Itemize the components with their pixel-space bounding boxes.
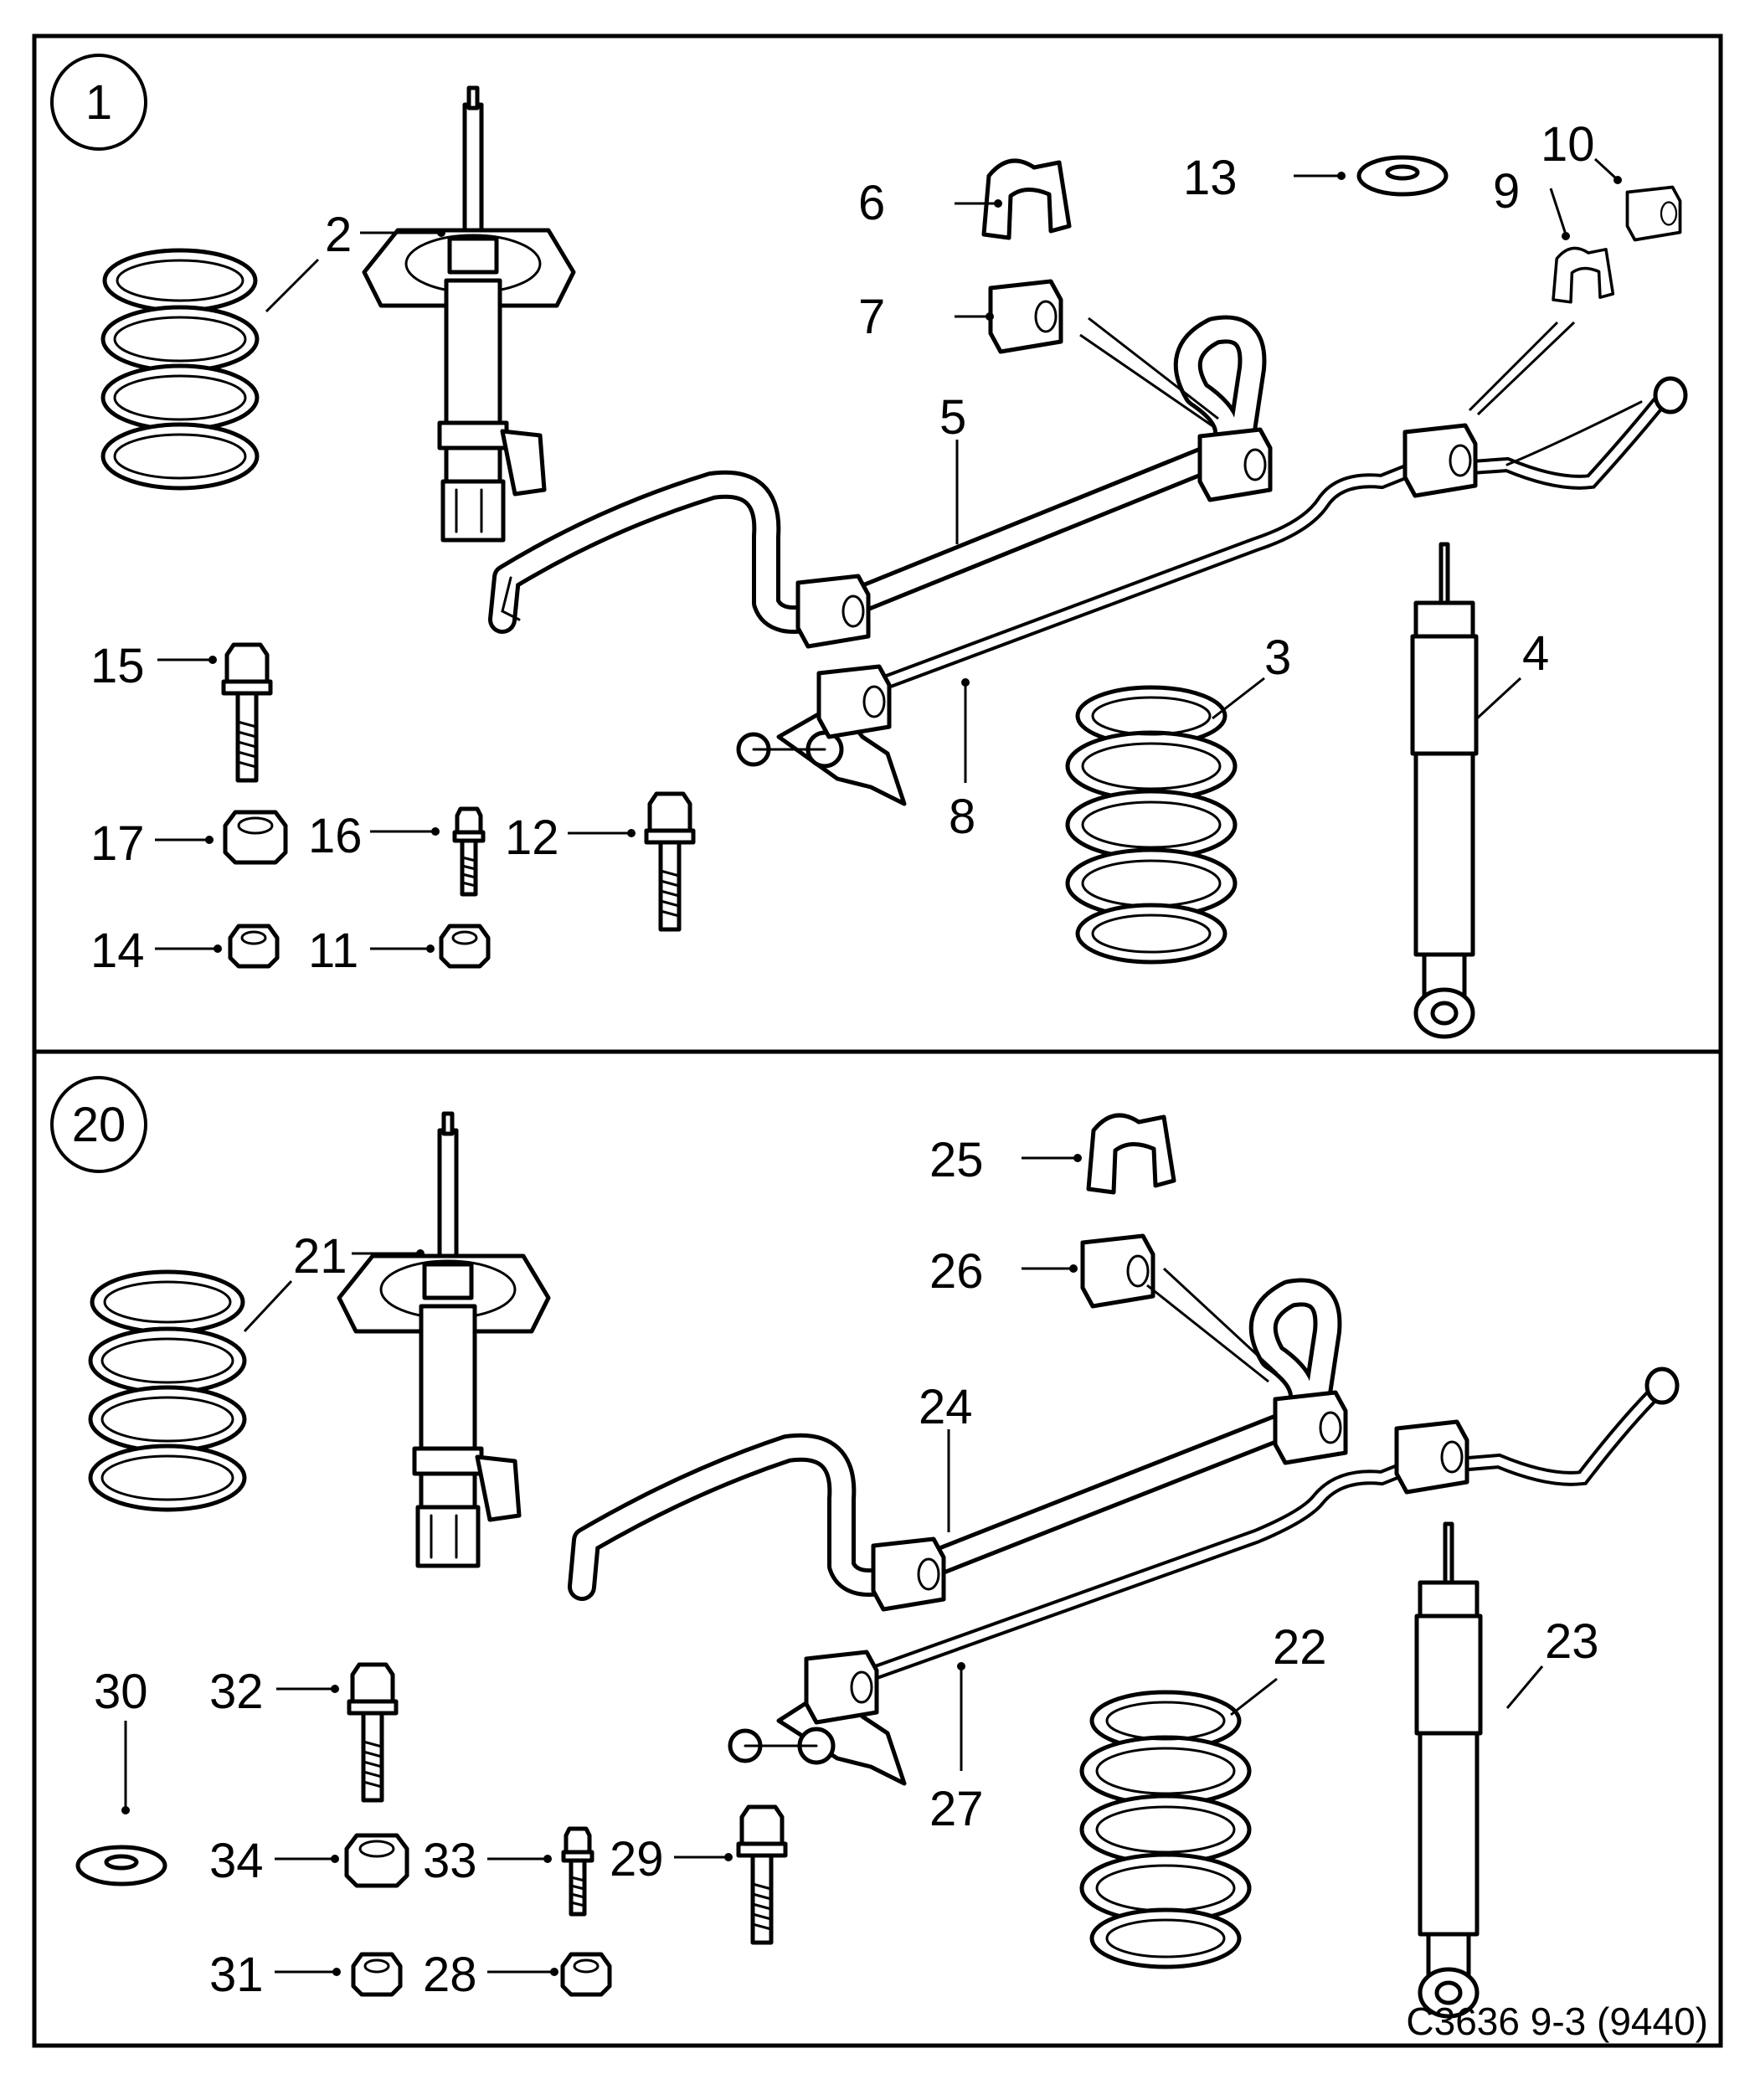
bolt-29-icon (739, 1807, 785, 1943)
bushing-clamp-25-icon (1089, 1115, 1174, 1192)
front-coil-spring-20-icon (90, 1272, 244, 1510)
callout-31: 31 (209, 1948, 264, 2002)
callout-17: 17 (90, 816, 145, 871)
callout-3: 3 (1264, 631, 1291, 685)
callout-32: 32 (209, 1665, 264, 1719)
panel-20-badge-label: 20 (72, 1098, 126, 1152)
nut-17-icon (225, 812, 286, 862)
callout-26: 26 (929, 1244, 984, 1299)
panel-1-leader-lines (155, 157, 1622, 953)
nut-28-icon (563, 1954, 610, 1994)
callout-23: 23 (1545, 1614, 1599, 1669)
rear-shock-absorber-icon (1413, 544, 1476, 1037)
panel-1: 1 (50, 54, 1688, 1037)
figure-code-caption: C3636 9-3 (9440) (1406, 2000, 1708, 2043)
callout-13: 13 (1183, 151, 1238, 205)
front-strut-icon (364, 88, 574, 540)
bolt-16-icon (455, 809, 483, 894)
washer-30-icon (78, 1847, 165, 1884)
stabilizer-bushing-right-20-icon (1275, 1392, 1346, 1463)
bolt-33-icon (564, 1829, 592, 1914)
callout-5: 5 (939, 390, 966, 445)
panel-1-badge: 1 (50, 54, 147, 151)
bushing-10-icon (1625, 185, 1682, 242)
rubber-bushing-7-icon (991, 281, 1061, 352)
callout-25: 25 (929, 1133, 984, 1187)
callout-6: 6 (858, 176, 885, 230)
panel-1-badge-label: 1 (85, 75, 112, 130)
nut-31-icon (353, 1954, 400, 1994)
rear-stabilizer-bushing-icon (1405, 425, 1475, 496)
callout-14: 14 (90, 924, 145, 978)
bolt-12-icon (646, 794, 693, 929)
clamp-9-icon (1552, 246, 1615, 304)
bolt-15-icon (224, 645, 270, 780)
callout-21: 21 (293, 1229, 347, 1284)
stabilizer-bushing-left-icon (798, 576, 868, 646)
callout-16: 16 (308, 809, 363, 863)
callout-9: 9 (1493, 164, 1520, 219)
rear-stabilizer-link-20-icon (806, 1652, 877, 1722)
front-stabilizer-bar-20-icon (568, 1278, 1342, 1601)
callout-27: 27 (929, 1782, 984, 1836)
bushing-clamp-6-icon (984, 161, 1069, 238)
stabilizer-bushing-right-icon (1200, 430, 1270, 500)
nut-34-icon (347, 1835, 407, 1886)
callout-2: 2 (325, 208, 352, 262)
callout-34: 34 (209, 1834, 264, 1888)
rear-coil-spring-20-icon (1082, 1692, 1249, 1967)
callout-11: 11 (308, 924, 358, 978)
rubber-bushing-26-icon (1083, 1236, 1153, 1306)
callout-33: 33 (423, 1834, 477, 1888)
outer-frame (32, 33, 1723, 2048)
callout-29: 29 (610, 1832, 664, 1886)
callout-12: 12 (505, 811, 559, 865)
front-coil-spring-icon (103, 250, 257, 488)
bolt-32-icon (349, 1665, 396, 1800)
rear-shock-absorber-20-icon (1417, 1524, 1480, 2016)
callout-10: 10 (1541, 117, 1595, 172)
callout-22: 22 (1273, 1620, 1327, 1675)
callout-7: 7 (858, 290, 885, 344)
front-stabilizer-bar-icon (488, 315, 1267, 634)
washer-13-icon (1359, 157, 1446, 194)
rear-coil-spring-icon (1068, 687, 1235, 962)
callout-8: 8 (949, 790, 975, 844)
front-strut-20-icon (339, 1114, 548, 1566)
stabilizer-bushing-left-20-icon (873, 1539, 944, 1609)
callout-15: 15 (90, 639, 145, 693)
nut-14-icon (230, 926, 277, 966)
rear-stabilizer-bushing-20-icon (1397, 1422, 1467, 1492)
rear-stabilizer-link-icon (819, 667, 889, 737)
panel-20-badge: 20 (50, 1076, 147, 1173)
callout-30: 30 (94, 1665, 148, 1719)
callout-28: 28 (423, 1948, 477, 2002)
callout-24: 24 (919, 1380, 973, 1434)
panel-20: 20 (50, 1076, 1680, 2016)
panel-20-leader-lines (121, 1154, 1544, 1976)
callout-4: 4 (1522, 626, 1549, 681)
nut-11-icon (441, 926, 488, 966)
